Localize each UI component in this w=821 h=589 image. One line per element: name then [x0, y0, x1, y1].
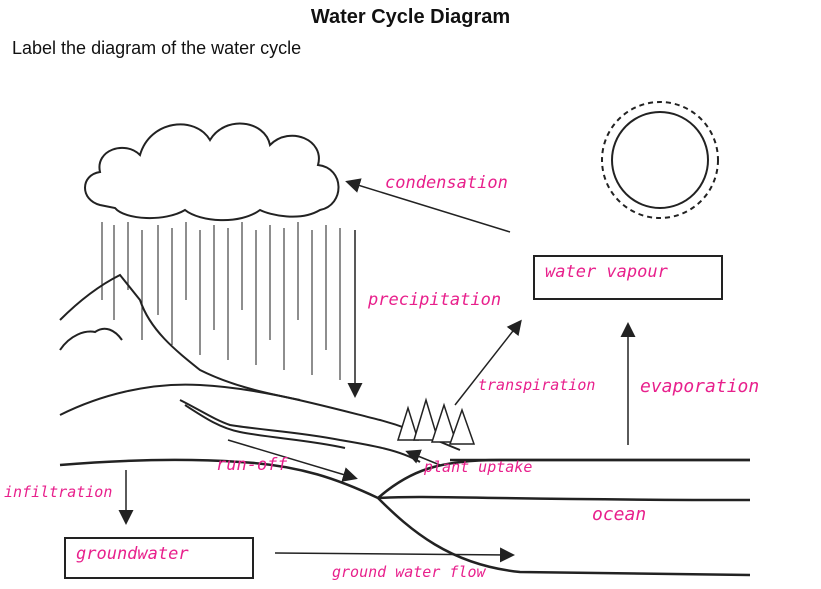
label-precipitation: precipitation: [367, 290, 501, 310]
condensation-arrow: [345, 178, 511, 233]
transpiration-arrow: [454, 319, 522, 406]
label-ocean: ocean: [592, 504, 646, 525]
label-infiltration: infiltration: [4, 483, 112, 501]
label-plant-uptake: plant uptake: [423, 458, 532, 476]
sun-icon: [601, 101, 719, 219]
label-water-vapour: water vapour: [545, 262, 668, 282]
label-run-off: run-off: [216, 455, 288, 475]
water-vapour-box: [533, 255, 723, 300]
groundwater-box: [64, 537, 254, 579]
trees-icon: [396, 397, 476, 445]
label-condensation: condensation: [385, 173, 508, 193]
arrows: [118, 178, 636, 563]
run-off-arrow: [227, 439, 358, 482]
label-groundwater: groundwater: [76, 544, 189, 564]
label-transpiration: transpiration: [478, 376, 595, 394]
page-title: Water Cycle Diagram: [310, 6, 511, 28]
groundwater-flow-arrow: [274, 547, 515, 563]
rain-lines-icon: [101, 222, 341, 380]
instruction-text: Label the diagram of the water cycle: [12, 38, 302, 58]
cloud-icon: [84, 122, 340, 222]
label-groundwater-flow: ground water flow: [332, 563, 486, 581]
label-evaporation: evaporation: [640, 376, 759, 397]
plant-uptake-arrow: [405, 449, 441, 466]
land-and-ocean-lines: [59, 458, 751, 577]
